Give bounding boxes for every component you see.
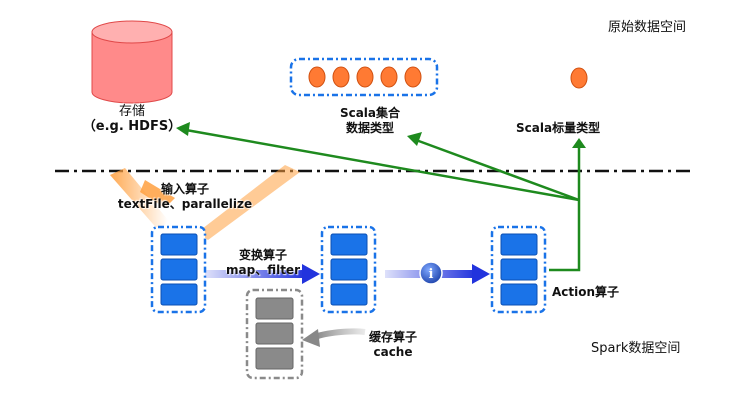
partition-block [255,347,294,370]
action-output-arrows [185,128,581,272]
collection-element-dot [332,66,350,88]
spark-space-label: Spark数据空间 [591,341,681,356]
storage-label: 存储 （e.g. HDFS） [82,104,182,134]
storage-label-line1: 存储 [118,104,145,119]
input-operator-line2: textFile、parallelize [117,197,253,211]
scala-collection-line2: 数据类型 [345,121,394,135]
svg-text:i: i [429,267,434,282]
cache-operator-line1: 缓存算子 [368,330,417,344]
transform-arrow [205,264,320,284]
rdd-input [150,225,207,314]
action-arrowheads [176,122,586,148]
input-operator-label: 输入算子 textFile、parallelize [115,182,255,212]
rdd-action-input [490,225,547,314]
transform-operator-line2: map、filter [226,263,300,277]
partition-block [330,283,368,306]
collection-element-dot [404,66,422,88]
original-space-label: 原始数据空间 [608,20,687,35]
collection-element-dot [380,66,398,88]
partition-block [500,258,538,281]
partition-block [500,283,538,306]
rdd-cached [245,288,304,380]
storage-label-line2: （e.g. HDFS） [82,119,182,134]
partition-block [330,258,368,281]
scala-collection-line1: Scala集合 [339,106,401,120]
partition-block [160,283,198,306]
collection-element-dot [308,66,326,88]
scalar-element-dot [570,67,588,89]
partition-block [500,233,538,256]
collection-element-dot [356,66,374,88]
input-operator-line1: 输入算子 [160,182,209,196]
rdd-transformed [320,225,377,314]
scala-scalar-label: Scala标量类型 [516,121,601,135]
partition-block [255,322,294,345]
storage-cylinder-icon [91,20,173,104]
cache-arrow [302,328,366,347]
cache-operator-label: 缓存算子 cache [358,330,428,360]
transform-operator-line1: 变换算子 [238,248,287,262]
input-operator-arrows [110,165,300,240]
scala-collection-box [289,57,439,97]
partition-block [160,258,198,281]
partition-block [255,297,294,320]
scala-collection-label: Scala集合 数据类型 [320,106,420,136]
cache-operator-line2: cache [373,345,413,359]
info-icon: i [419,261,443,285]
partition-block [160,233,198,256]
action-operator-label: Action算子 [552,285,620,299]
transform-operator-label: 变换算子 map、filter [218,248,308,278]
partition-block [330,233,368,256]
